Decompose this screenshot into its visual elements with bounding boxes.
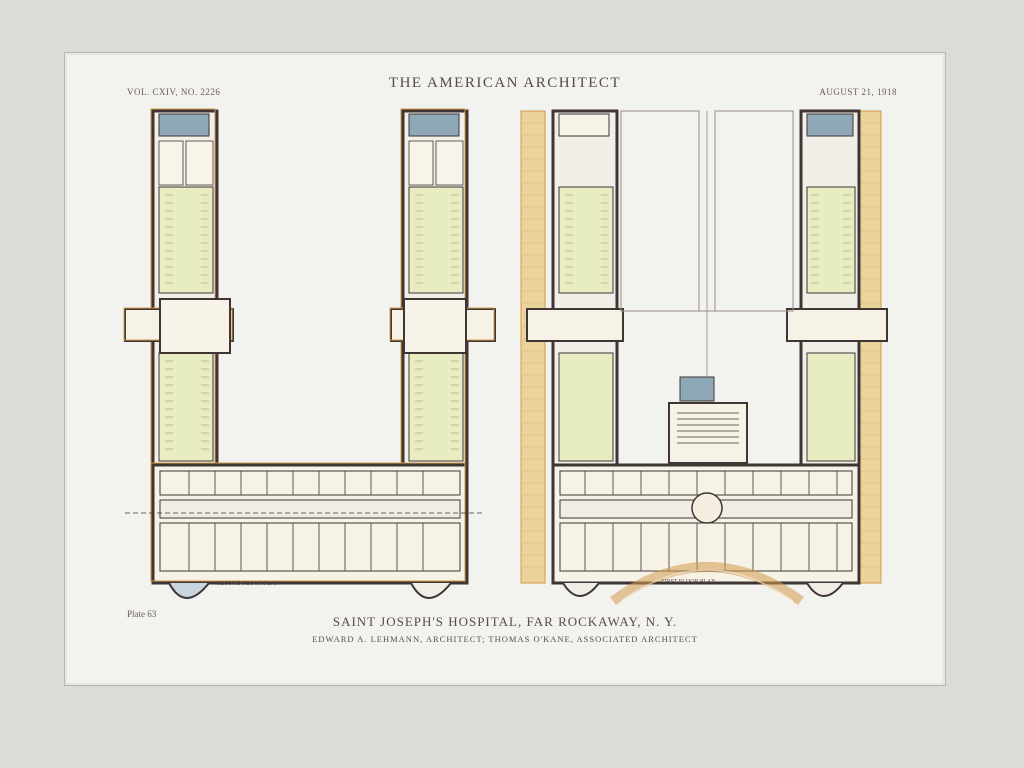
building-title: SAINT JOSEPH'S HOSPITAL, FAR ROCKAWAY, N…: [332, 614, 678, 629]
second-floor-title: SECOND FLOOR PLAN: [217, 581, 280, 587]
second-floor-plan: SECOND FLOOR PLAN: [123, 108, 496, 599]
architect-credit: EDWARD A. LEHMANN, ARCHITECT; THOMAS O'K…: [312, 634, 698, 644]
journal-title: THE AMERICAN ARCHITECT: [388, 75, 622, 91]
issue-date: AUGUST 21, 1918: [819, 87, 897, 97]
plate-sheet: THE AMERICAN ARCHITECT VOL. CXIV, NO. 22…: [64, 52, 946, 686]
floor-plans-drawing: SECOND FLOOR PLAN: [123, 108, 888, 606]
first-floor-title: FIRST FLOOR PLAN: [661, 579, 716, 585]
first-floor-plan: FIRST FLOOR PLAN: [520, 109, 888, 606]
plate-number: Plate 63: [127, 609, 157, 619]
volume-number: VOL. CXIV, NO. 2226: [127, 87, 221, 97]
